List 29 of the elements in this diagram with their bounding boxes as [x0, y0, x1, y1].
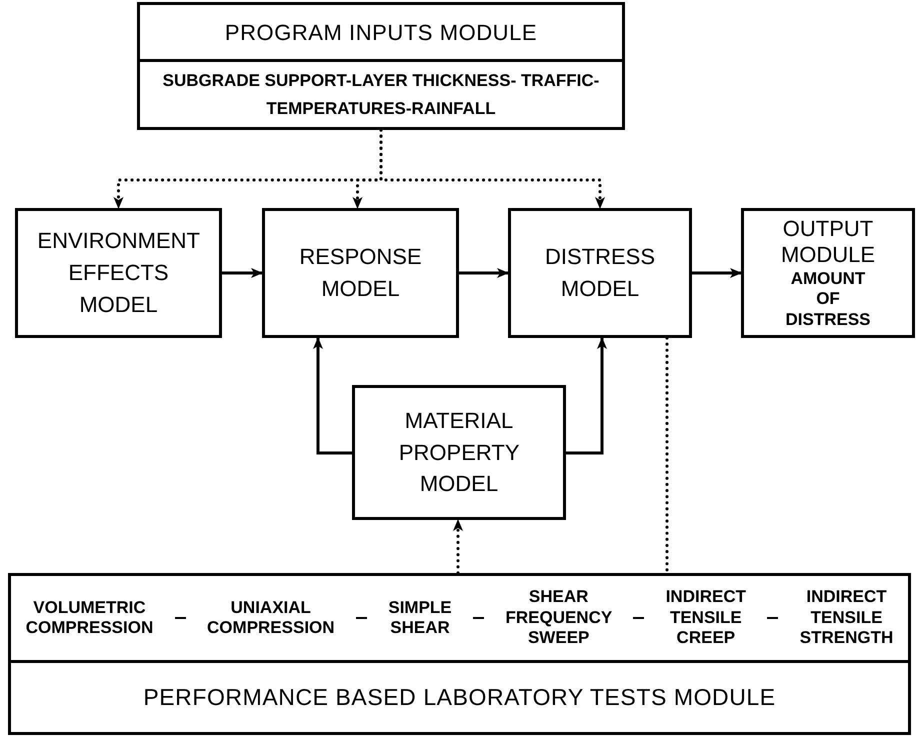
test-name: INDIRECT TENSILE STRENGTH: [800, 587, 894, 649]
test-name: SHEAR FREQUENCY SWEEP: [505, 587, 612, 649]
node-label: MATERIAL PROPERTY MODEL: [398, 406, 520, 498]
arrow: [566, 337, 607, 454]
arrow: [459, 268, 509, 278]
process-box: [8, 573, 911, 735]
node-label: AMOUNT OF DISTRESS: [785, 268, 870, 330]
test-name: SIMPLE SHEAR: [388, 598, 452, 638]
process-box: [15, 208, 222, 338]
arrow: [692, 268, 742, 278]
test-name: INDIRECT TENSILE CREEP: [666, 587, 746, 649]
input-list: SUBGRADE SUPPORT-LAYER THICKNESS- TRAFFIC-TEMPERATURES-RAINFALL: [161, 67, 601, 122]
module-title: PROGRAM INPUTS MODULE: [224, 18, 538, 46]
node-label: DISTRESS MODEL: [544, 243, 656, 303]
process-box: [352, 385, 566, 520]
test-name: UNIAXIAL COMPRESSION: [207, 598, 335, 638]
process-box: [137, 2, 625, 130]
node-label: ENVIRONMENT EFFECTS MODEL: [37, 227, 200, 319]
test-name: VOLUMETRIC COMPRESSION: [26, 598, 154, 638]
dotted-arrow: [380, 128, 605, 210]
node-label: RESPONSE MODEL: [299, 243, 422, 303]
arrow: [222, 268, 263, 278]
process-box: [741, 208, 915, 338]
arrow: [313, 337, 352, 454]
process-box: [262, 208, 459, 338]
process-box: [508, 208, 692, 338]
dotted-arrow: [453, 518, 463, 574]
node-label: OUTPUT MODULE: [780, 216, 876, 269]
module-title: PERFORMANCE BASED LABORATORY TESTS MODULE: [143, 683, 776, 712]
